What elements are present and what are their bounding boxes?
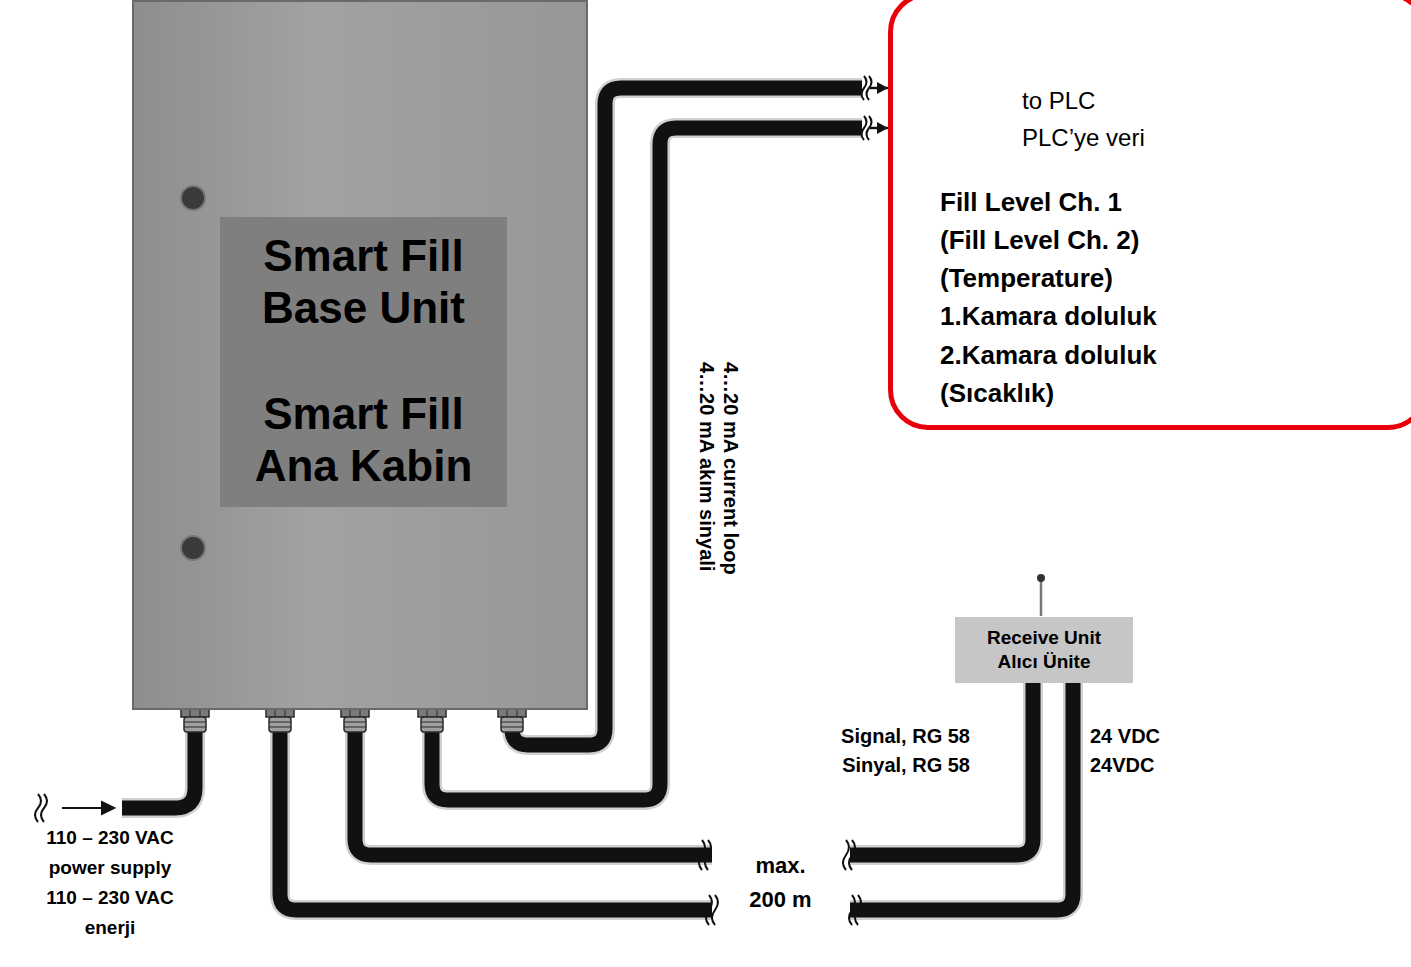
signal-list-item: Fill Level Ch. 1 [940,184,1122,220]
label-panel: Smart Fill Base UnitSmart Fill Ana Kabin [220,217,507,507]
plc-output-box: to PLCPLC’ye veriFill Level Ch. 1(Fill L… [888,0,1411,430]
door-knob [180,185,206,211]
output-note: to PLC [1022,84,1095,118]
receive-unit-box: Receive Unit Alıcı Ünite [955,617,1133,683]
cabinet-title: Smart Fill Ana Kabin [220,388,507,492]
power-supply-label: 110 – 230 VAC power supply 110 – 230 VAC… [35,823,185,943]
antenna [1037,574,1045,616]
output-note: PLC’ye veri [1022,121,1145,155]
cable-label: 24 VDC 24VDC [1090,722,1190,780]
cable-label: 4…20 mA akım sinyali [695,362,719,562]
cable-length: max. 200 m [738,849,823,917]
signal-list-item: (Fill Level Ch. 2) [940,222,1139,258]
power-arrow [35,794,114,822]
cable-break [699,838,861,928]
cable-label: 4…20 mA current loop [719,362,743,562]
signal-list-item: (Sıcaklık) [940,375,1054,411]
signal-list-item: 2.Kamara doluluk [940,337,1157,373]
control-cabinet: Smart Fill Base UnitSmart Fill Ana Kabin [132,0,588,710]
power-cable [122,712,195,808]
cable-label: Signal, RG 58 Sinyal, RG 58 [810,722,970,780]
signal-list-item: (Temperature) [940,260,1113,296]
cable-connector [280,683,1073,910]
signal-list-item: 1.Kamara doluluk [940,298,1157,334]
unit-text-holder: Receive Unit Alıcı Ünite [969,626,1119,674]
door-knob [180,535,206,561]
unit-name: Receive Unit Alıcı Ünite [969,626,1119,674]
cabinet-title: Smart Fill Base Unit [220,230,507,334]
